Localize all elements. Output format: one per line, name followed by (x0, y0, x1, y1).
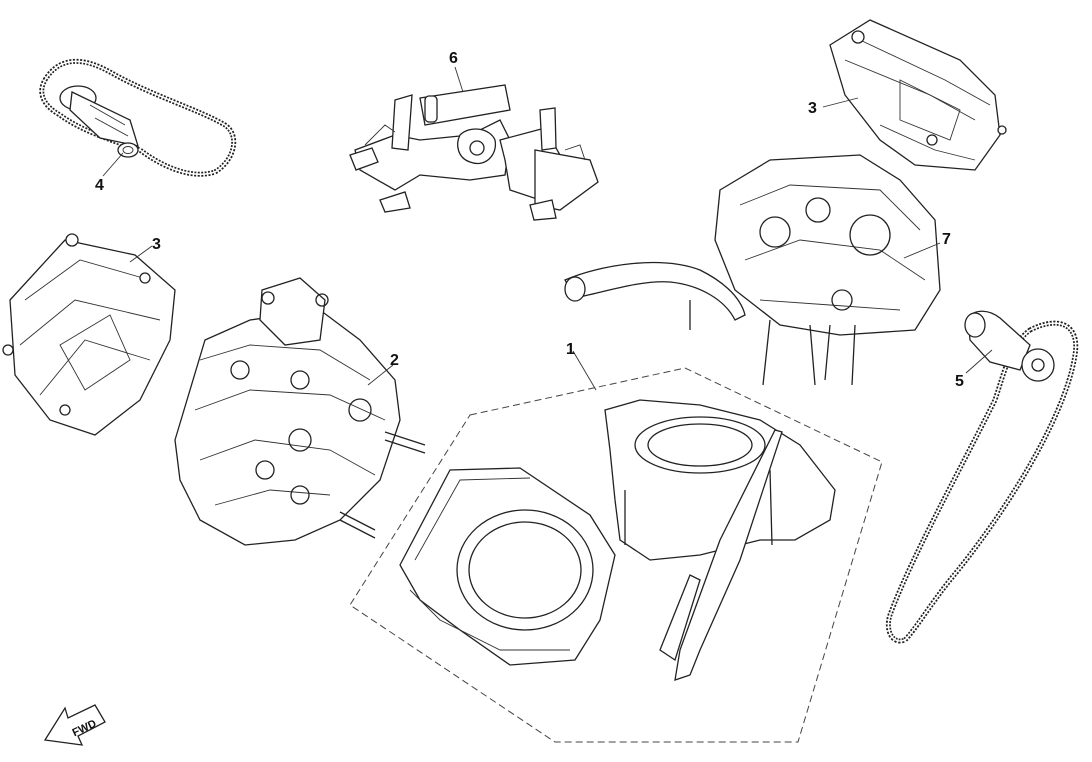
part-2-front-cylinder-head: 2 (174, 277, 426, 546)
part-3-valve-cover-left: 3 (2, 233, 176, 436)
callout-4: 4 (95, 177, 104, 194)
part-6-intake-manifold: 6 (349, 50, 599, 221)
callout-3-upper: 3 (808, 100, 817, 117)
callout-3-left: 3 (152, 236, 161, 253)
part-1-cylinder-group: 1 (349, 341, 883, 743)
part-3-valve-cover-upper: 3 (808, 19, 1007, 171)
callout-7: 7 (942, 231, 951, 248)
fwd-arrow: FWD (43, 704, 106, 746)
callout-4-group: 4 (95, 152, 124, 194)
part-5-camshaft-long-chain: 5 (885, 310, 1079, 644)
callout-5: 5 (955, 373, 964, 390)
callout-2: 2 (390, 352, 399, 369)
part-4-camshaft-chain (39, 58, 237, 177)
callout-1: 1 (566, 341, 575, 358)
callout-6: 6 (449, 50, 458, 67)
part-7-rear-cylinder-head: 7 (564, 154, 951, 386)
